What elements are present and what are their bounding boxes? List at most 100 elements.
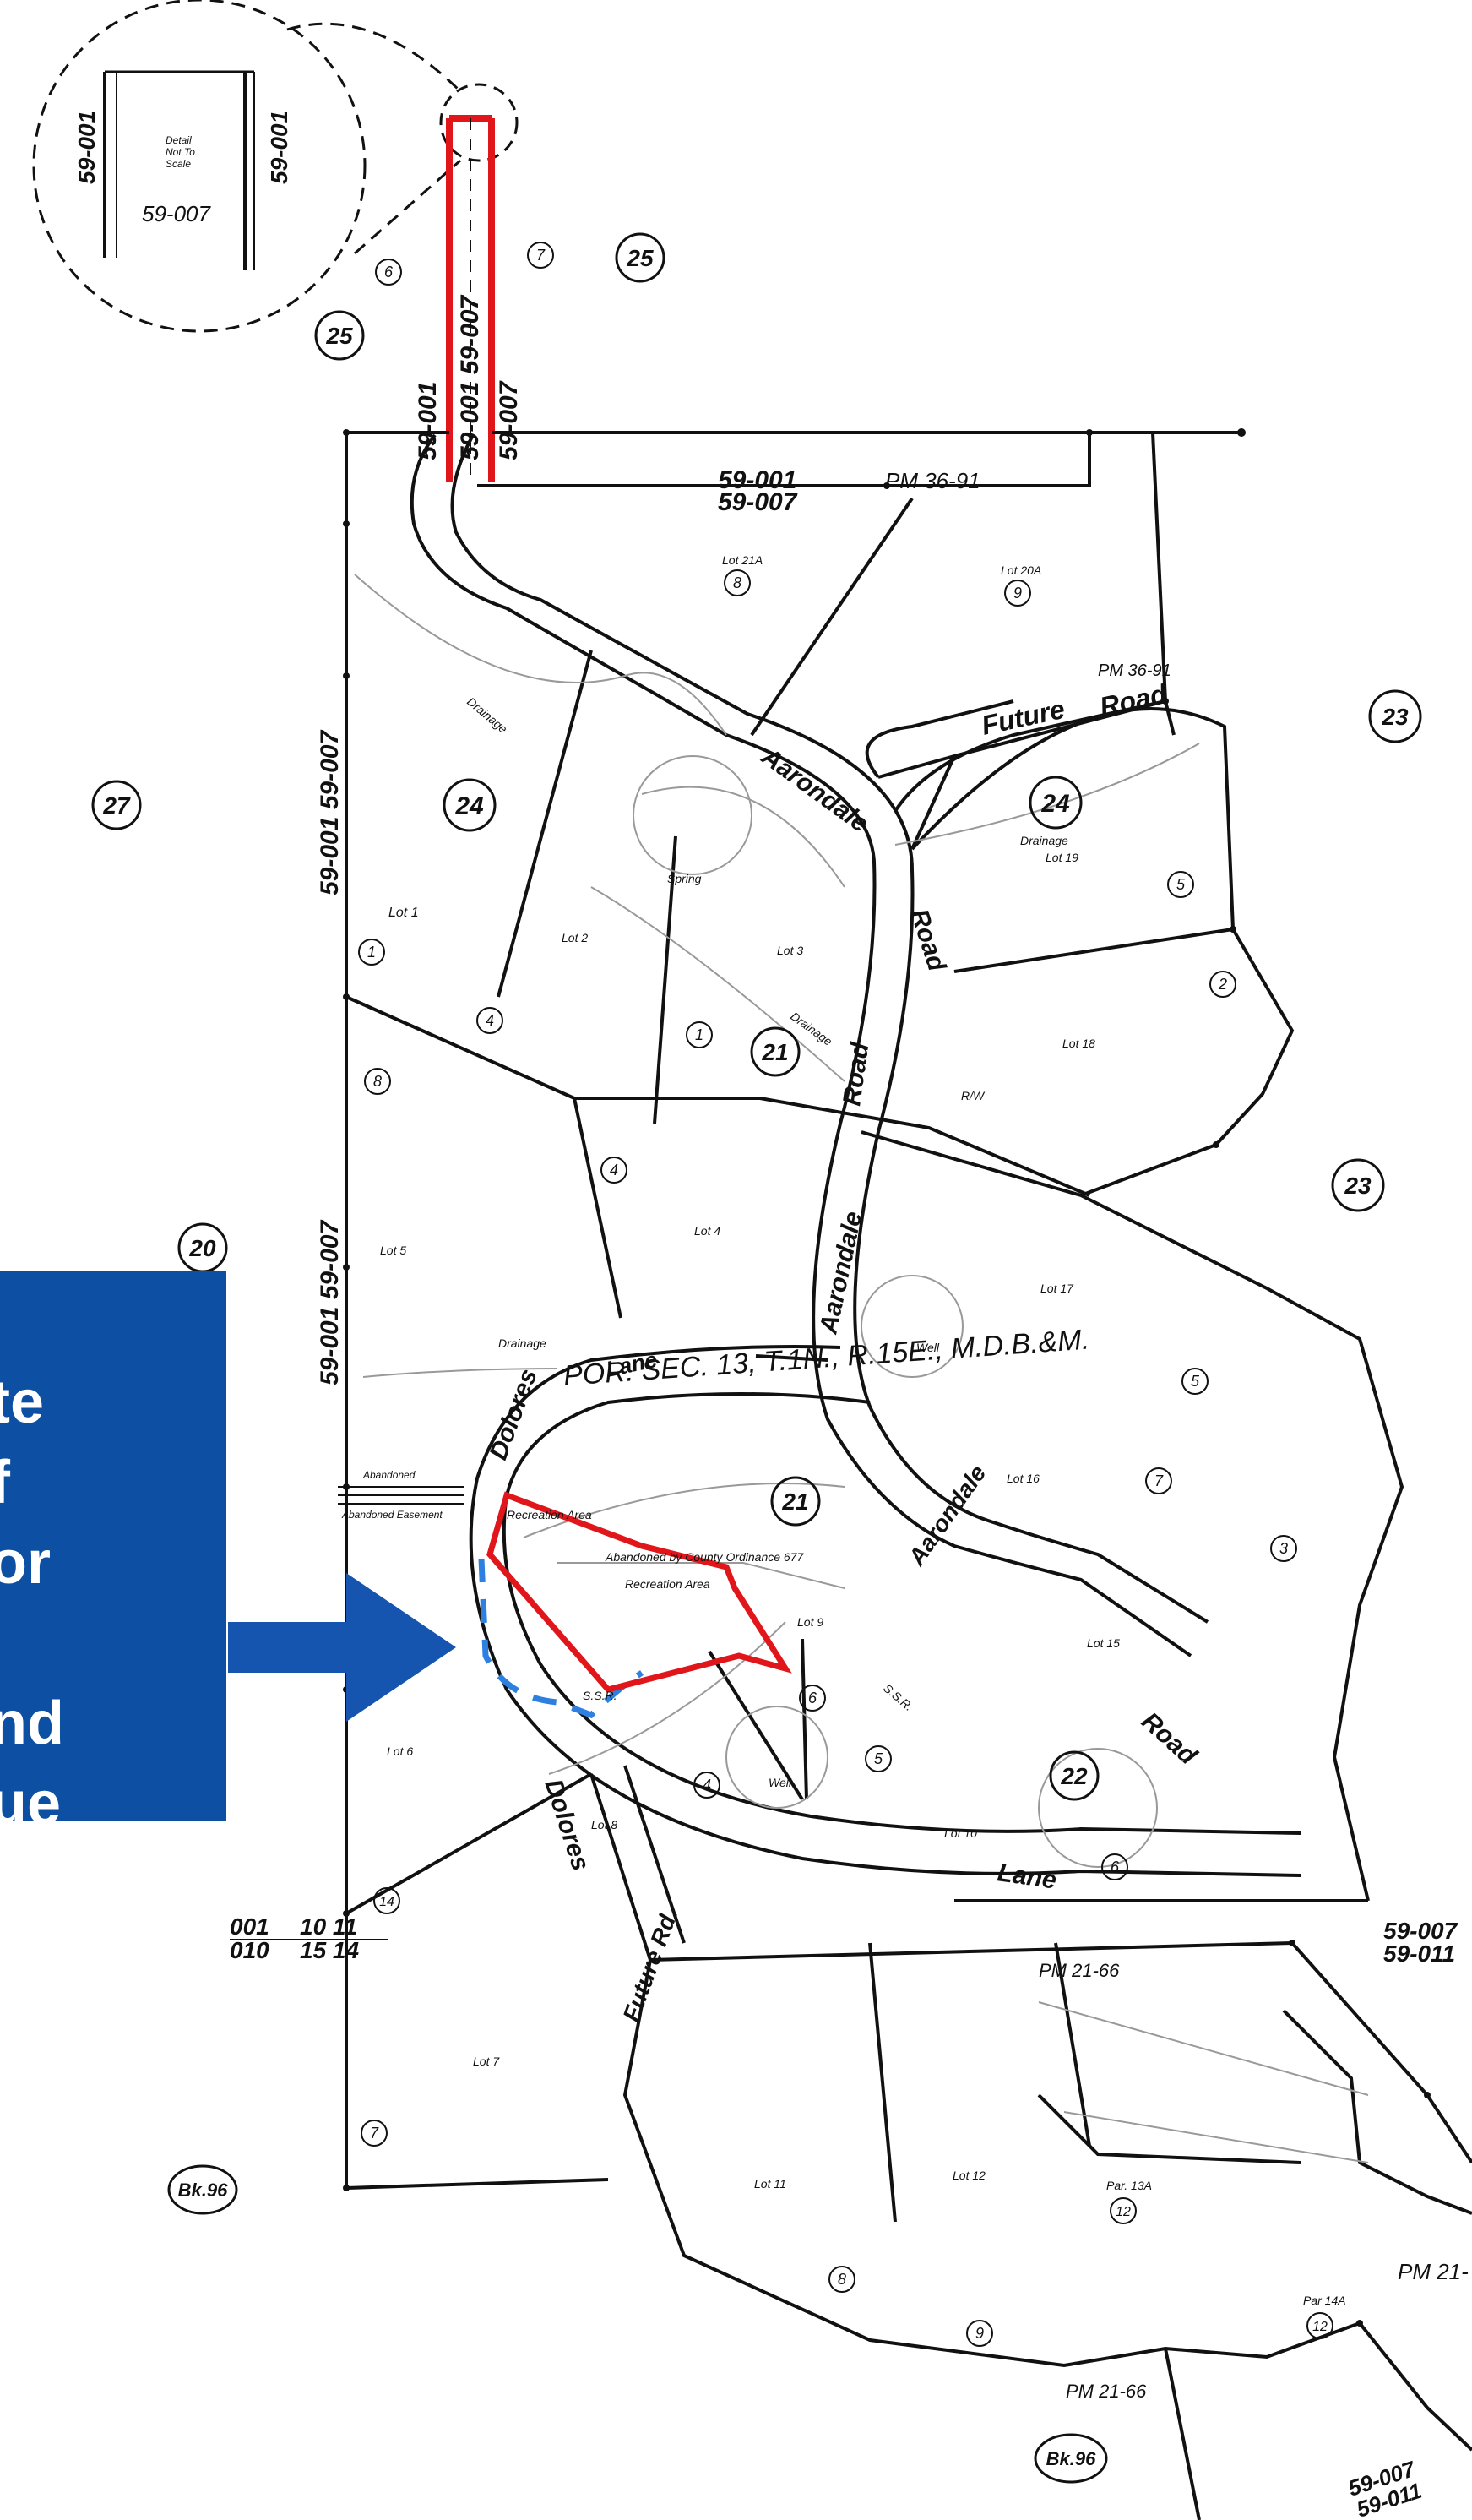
svg-text:15 14: 15 14	[300, 1937, 359, 1963]
svg-text:20: 20	[188, 1235, 216, 1261]
svg-text:59-001: 59-001	[718, 466, 796, 494]
svg-text:2: 2	[1218, 976, 1227, 993]
svg-text:Future Rd.: Future Rd.	[618, 1905, 683, 2025]
svg-text:Dolores: Dolores	[539, 1776, 595, 1874]
svg-text:Lot 20A: Lot 20A	[1001, 563, 1041, 577]
svg-text:Lot 2: Lot 2	[562, 931, 588, 944]
parcel-boundaries	[345, 431, 1472, 2520]
svg-text:Abandoned Easement: Abandoned Easement	[341, 1509, 443, 1521]
svg-text:Dolores: Dolores	[485, 1365, 543, 1463]
svg-text:22: 22	[1060, 1763, 1088, 1789]
svg-text:Lot 16: Lot 16	[1007, 1472, 1040, 1485]
circle-21-upper: 21	[750, 1026, 801, 1077]
svg-text:14: 14	[379, 1895, 394, 1909]
svg-text:59-007: 59-007	[718, 488, 798, 516]
svg-text:Lot 7: Lot 7	[473, 2055, 500, 2068]
svg-text:9: 9	[975, 2325, 984, 2342]
svg-text:25: 25	[325, 323, 353, 349]
svg-text:7: 7	[536, 247, 546, 264]
circle-bk96-left: Bk.96	[167, 2164, 238, 2215]
svg-text:5: 5	[874, 1750, 883, 1767]
svg-text:Lot 18: Lot 18	[1062, 1037, 1095, 1050]
svg-text:Lot 6: Lot 6	[387, 1744, 413, 1758]
callout-line-1: te	[0, 1369, 45, 1436]
svg-text:Drainage: Drainage	[788, 1009, 835, 1048]
svg-text:Lot 8: Lot 8	[591, 1818, 617, 1831]
svg-text:8: 8	[838, 2271, 846, 2288]
svg-text:Bk.96: Bk.96	[1046, 2448, 1096, 2469]
circle-21-lower: 21	[770, 1476, 821, 1527]
svg-text:Par. 13A: Par. 13A	[1106, 2179, 1152, 2192]
svg-text:Drainage: Drainage	[464, 694, 510, 736]
svg-text:Lot 4: Lot 4	[694, 1224, 720, 1238]
svg-text:8: 8	[733, 574, 741, 591]
section-label: POR. SEC. 13, T.1N., R.15E., M.D.B.&M.	[562, 1324, 1090, 1392]
svg-text:5: 5	[1191, 1373, 1200, 1390]
svg-text:PM 21-66: PM 21-66	[1039, 1960, 1120, 1981]
highlight-recreation-area	[486, 1491, 792, 1693]
circle-22: 22	[1049, 1750, 1100, 1801]
inset-label-bottom: 59-007	[142, 201, 211, 226]
svg-text:59-011: 59-011	[1383, 1940, 1455, 1967]
svg-text:Well: Well	[769, 1776, 792, 1789]
lot-number-circles: 6 7 8 9 1 4 5 2 1 4 8 5 7 3 6 5 4 14 7 8…	[358, 242, 1333, 2347]
callout-box: te f or nd ue	[0, 1271, 226, 1821]
circle-23-upper: 23	[1368, 689, 1422, 743]
svg-text:Spring: Spring	[667, 872, 702, 885]
svg-text:7: 7	[370, 2125, 379, 2142]
svg-text:59-007: 59-007	[495, 380, 523, 460]
svg-text:Lot 21A: Lot 21A	[722, 553, 763, 567]
svg-text:001: 001	[230, 1913, 269, 1940]
svg-text:4: 4	[610, 1162, 618, 1178]
callout-text: te f or nd ue	[0, 1363, 64, 1821]
svg-text:6: 6	[1111, 1859, 1120, 1875]
svg-text:Lot 5: Lot 5	[380, 1244, 406, 1257]
svg-text:PM 21-: PM 21-	[1398, 2259, 1469, 2284]
highlight-access-strip	[446, 115, 495, 482]
svg-text:25: 25	[626, 245, 654, 271]
inset-note: Detail	[166, 134, 192, 146]
svg-text:PM 36-91: PM 36-91	[1098, 661, 1171, 680]
svg-text:5: 5	[1176, 876, 1186, 893]
pointer-arrow	[228, 1573, 456, 1722]
svg-text:Bk.96: Bk.96	[178, 2180, 228, 2201]
svg-text:21: 21	[761, 1039, 788, 1065]
svg-text:6: 6	[808, 1690, 817, 1706]
svg-text:4: 4	[486, 1012, 494, 1029]
svg-text:Recreation Area: Recreation Area	[507, 1508, 592, 1521]
svg-text:8: 8	[373, 1073, 382, 1090]
svg-text:Lot 19: Lot 19	[1046, 851, 1078, 864]
circle-24-right: 24	[1029, 776, 1083, 830]
boundary-ticks	[343, 428, 1431, 2327]
feature-labels: Drainage Drainage Drainage Drainage Spri…	[338, 694, 1068, 1789]
svg-text:Drainage: Drainage	[1020, 834, 1068, 847]
svg-text:Lot 1: Lot 1	[388, 906, 419, 920]
svg-text:6: 6	[384, 264, 394, 280]
aarondale-dolores-road	[410, 433, 1301, 1961]
lot-labels: Lot 1 Lot 2 Lot 3 Lot 4 Lot 5 Lot 6 Lot …	[380, 553, 1346, 2307]
svg-text:S.S.R.: S.S.R.	[881, 1681, 915, 1713]
circle-20: 20	[177, 1222, 228, 1273]
ref-left-upper: 59-001 59-007	[316, 730, 344, 895]
svg-text:Lane: Lane	[996, 1859, 1058, 1894]
svg-text:Aarondale: Aarondale	[756, 742, 873, 838]
circle-27: 27	[91, 780, 142, 830]
svg-text:Road: Road	[1097, 678, 1171, 722]
inset-label-left: 59-001	[73, 111, 100, 184]
circle-25-top: 25	[615, 232, 665, 283]
detail-inset: 59-001 59-001 59-007 Detail Not To Scale	[32, 0, 519, 333]
svg-text:7: 7	[1154, 1472, 1164, 1489]
svg-text:Lot 12: Lot 12	[953, 2169, 986, 2182]
ref-left-lower: 59-001 59-007	[316, 1220, 344, 1385]
svg-text:Lot 9: Lot 9	[797, 1615, 823, 1629]
svg-text:Lot 3: Lot 3	[777, 944, 803, 957]
callout-line-4	[0, 1603, 64, 1684]
svg-text:PM 21-66: PM 21-66	[1066, 2381, 1147, 2402]
callout-line-2: f	[0, 1443, 64, 1523]
svg-text:12: 12	[1116, 2205, 1131, 2219]
svg-text:21: 21	[781, 1489, 808, 1515]
svg-text:Abandoned: Abandoned	[362, 1469, 416, 1481]
svg-text:010: 010	[230, 1937, 269, 1963]
svg-text:R/W: R/W	[961, 1089, 986, 1102]
